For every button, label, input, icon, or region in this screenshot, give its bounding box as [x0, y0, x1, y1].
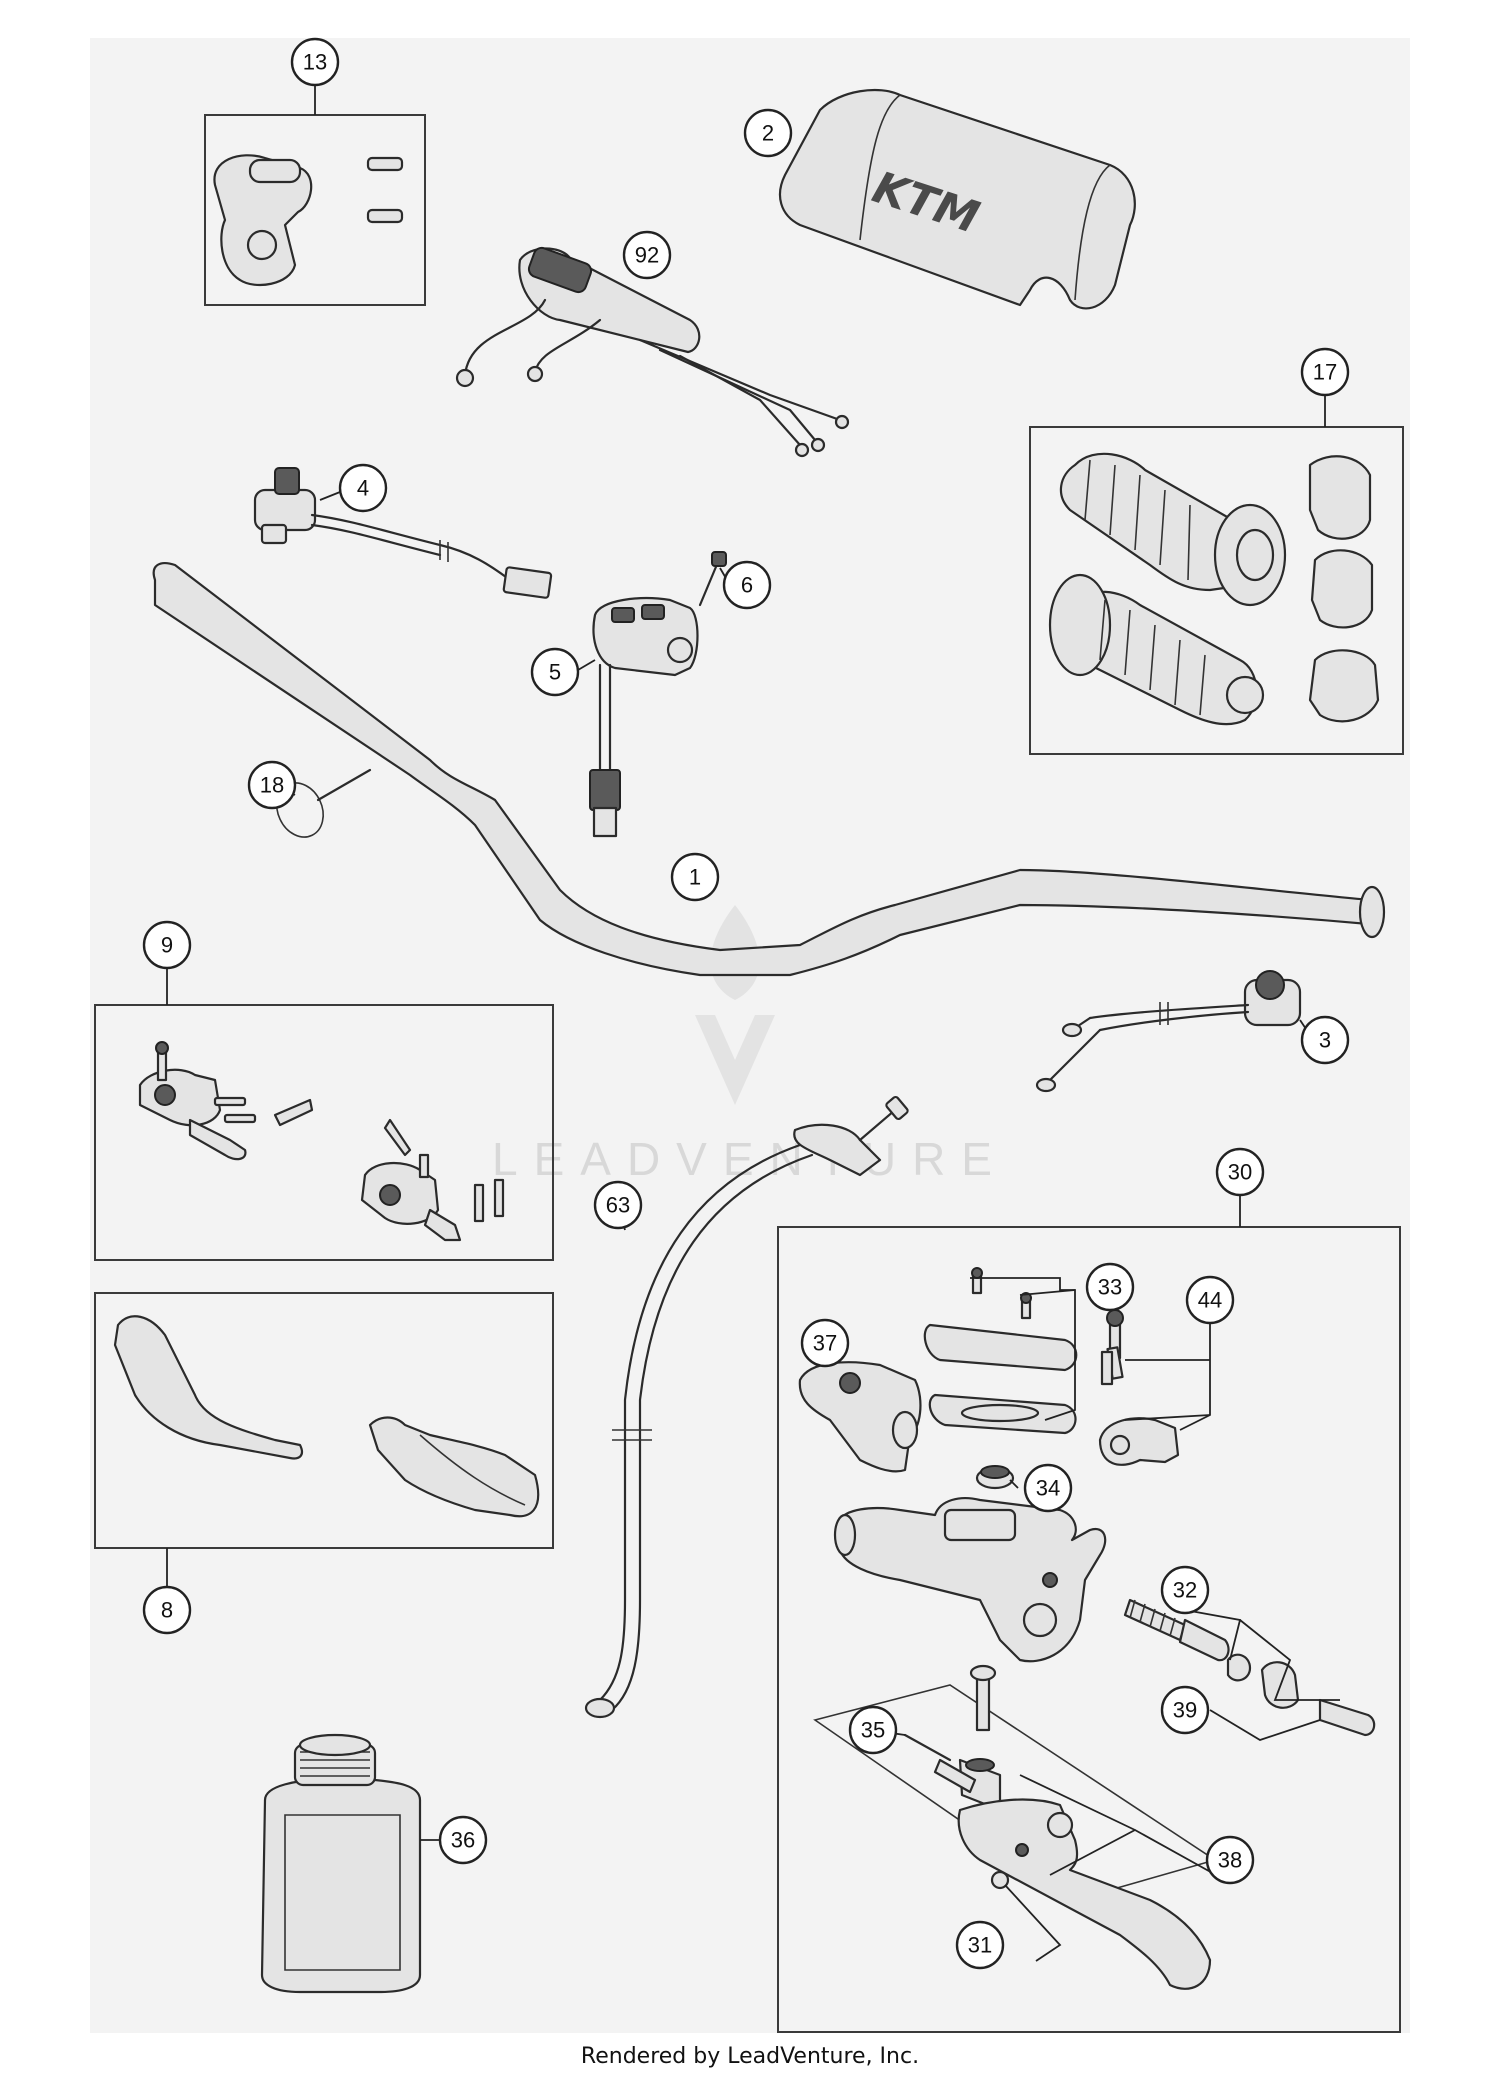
- grip-lock-ring: [1308, 455, 1372, 540]
- callout-5: 5: [530, 647, 580, 697]
- box-item-17: [1029, 426, 1404, 755]
- screw: [366, 156, 404, 172]
- reservoir-cover: [923, 1323, 1078, 1372]
- svg-text:39: 39: [1173, 1698, 1197, 1723]
- box-item-8: [94, 1292, 554, 1549]
- callout-3: 3: [1300, 1015, 1350, 1065]
- callout-32: 32: [1160, 1565, 1210, 1615]
- grip-lock-ring: [1310, 549, 1374, 629]
- svg-text:92: 92: [635, 243, 659, 268]
- callout-44: 44: [1185, 1275, 1235, 1325]
- svg-text:35: 35: [861, 1718, 885, 1743]
- svg-text:6: 6: [741, 573, 753, 598]
- brake-fluid-bottle: [260, 1733, 422, 1994]
- svg-text:3: 3: [1319, 1028, 1331, 1053]
- handguards: [94, 1292, 554, 1549]
- footer-credit: Rendered by LeadVenture, Inc.: [581, 2044, 919, 2069]
- callout-18: 18: [247, 760, 297, 810]
- svg-text:17: 17: [1313, 360, 1337, 385]
- callout-38: 38: [1205, 1835, 1255, 1885]
- svg-text:37: 37: [813, 1331, 837, 1356]
- callout-9: 9: [142, 920, 192, 970]
- piston: [1178, 1618, 1230, 1662]
- callout-layer: 13 2 92 17 4 6 5 18 1 9 3 30 63 33 37 44…: [142, 37, 1350, 1970]
- svg-text:18: 18: [260, 773, 284, 798]
- callout-30: 30: [1215, 1147, 1265, 1197]
- throttle-housing: [213, 154, 313, 287]
- callout-92: 92: [622, 230, 672, 280]
- pushrod: [1318, 1698, 1376, 1737]
- svg-text:33: 33: [1098, 1275, 1122, 1300]
- callout-31: 31: [955, 1920, 1005, 1970]
- handlebar: [152, 562, 1386, 977]
- grip-lock-ring: [1308, 649, 1380, 723]
- callout-33: 33: [1085, 1262, 1135, 1312]
- svg-text:38: 38: [1218, 1848, 1242, 1873]
- handlebar-pad: KTM: [778, 88, 1136, 310]
- callout-35: 35: [848, 1705, 898, 1755]
- brake-master-cylinder-assembly: [777, 1226, 1401, 2033]
- svg-text:13: 13: [303, 50, 327, 75]
- callout-39: 39: [1160, 1685, 1210, 1735]
- callout-4: 4: [338, 463, 388, 513]
- nut: [990, 1870, 1010, 1890]
- callout-13: 13: [290, 37, 340, 87]
- light-switch: [589, 597, 699, 838]
- svg-text:30: 30: [1228, 1160, 1252, 1185]
- svg-text:2: 2: [762, 121, 774, 146]
- pivot-bolt: [975, 1673, 991, 1732]
- svg-text:8: 8: [161, 1598, 173, 1623]
- svg-text:36: 36: [451, 1828, 475, 1853]
- box-item-30: [777, 1226, 1401, 2033]
- grip-set-assembly: [1029, 426, 1404, 755]
- left-handguard: [113, 1315, 304, 1460]
- svg-text:63: 63: [606, 1193, 630, 1218]
- callout-8: 8: [142, 1585, 192, 1635]
- start-button: [1035, 970, 1302, 1093]
- callout-36: 36: [438, 1815, 488, 1865]
- svg-text:5: 5: [549, 660, 561, 685]
- brake-hose: [584, 1095, 909, 1719]
- callout-17: 17: [1300, 347, 1350, 397]
- screw: [366, 208, 404, 224]
- watermark-text: LEADVENTURE: [492, 1133, 1008, 1185]
- callout-37: 37: [800, 1318, 850, 1368]
- callout-63: 63: [593, 1180, 643, 1230]
- svg-text:32: 32: [1173, 1578, 1197, 1603]
- throttle-grip-cables: [455, 246, 850, 458]
- callout-6: 6: [722, 560, 772, 610]
- callout-2: 2: [743, 108, 793, 158]
- box-item-9: [94, 1004, 554, 1261]
- kill-switch: [253, 467, 553, 599]
- svg-text:34: 34: [1036, 1476, 1060, 1501]
- svg-text:9: 9: [161, 933, 173, 958]
- svg-text:44: 44: [1198, 1288, 1222, 1313]
- callout-34: 34: [1023, 1463, 1073, 1513]
- handguard-mount-kit: [94, 1004, 554, 1261]
- throttle-housing-assembly: [204, 114, 426, 306]
- callout-1: 1: [670, 852, 720, 902]
- svg-text:31: 31: [968, 1933, 992, 1958]
- svg-text:1: 1: [689, 865, 701, 890]
- svg-text:4: 4: [357, 476, 369, 501]
- indicator: [698, 551, 727, 607]
